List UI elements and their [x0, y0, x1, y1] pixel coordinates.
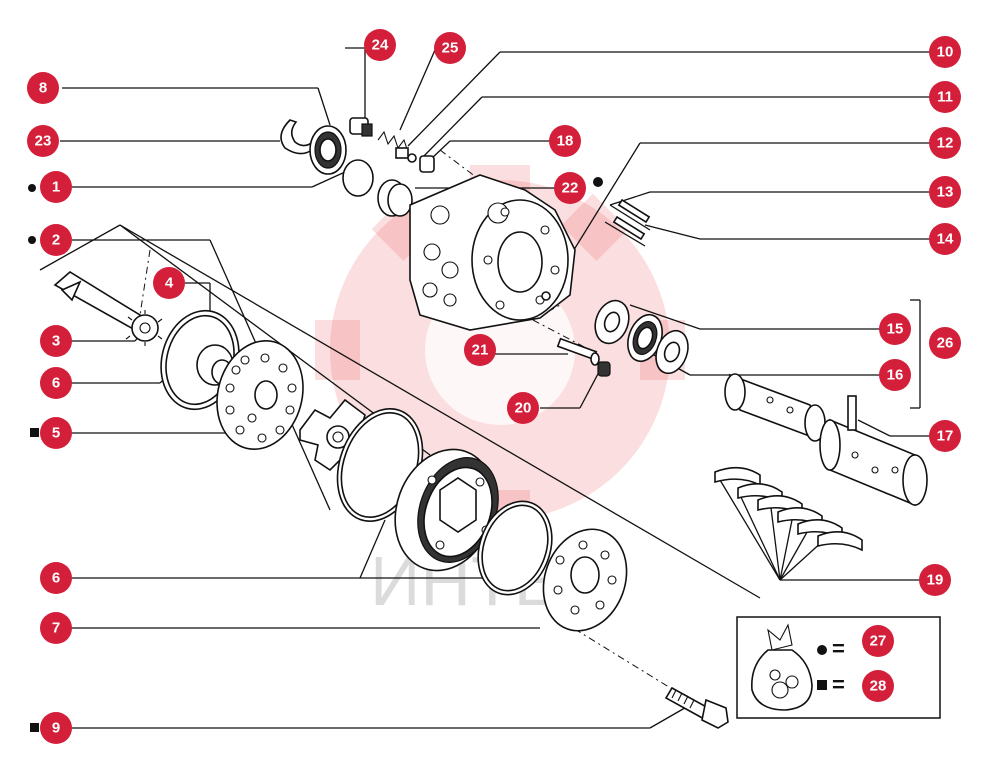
- o-ring-1: [342, 159, 374, 197]
- callout-27: 27: [862, 625, 894, 657]
- pin-21: [556, 337, 600, 366]
- callout-1: 1: [40, 171, 72, 203]
- pins-13-14: [604, 198, 651, 247]
- svg-text:6: 6: [52, 375, 60, 392]
- callout-6-bottom: 6: [40, 562, 72, 594]
- callout-23: 23: [27, 125, 59, 157]
- svg-text:4: 4: [165, 275, 174, 292]
- equals-sign-1: =: [832, 636, 845, 661]
- svg-text:21: 21: [472, 342, 489, 359]
- svg-text:28: 28: [870, 678, 887, 695]
- callout-26: 26: [929, 327, 961, 359]
- svg-text:11: 11: [937, 89, 953, 106]
- parts-bag-icon: [751, 623, 813, 711]
- callouts: 8 23 1 2 3 4 6 5 6 7 9 24 25 10 11 18 12…: [27, 29, 961, 744]
- svg-text:24: 24: [372, 37, 389, 54]
- callout-3: 3: [40, 325, 72, 357]
- spool-sleeve-17: [724, 373, 928, 507]
- svg-text:2: 2: [52, 232, 60, 249]
- callout-19: 19: [919, 564, 951, 596]
- plug-24: [349, 117, 373, 137]
- svg-text:25: 25: [442, 40, 459, 57]
- callout-16: 16: [879, 359, 911, 391]
- svg-text:13: 13: [937, 184, 954, 201]
- callout-13: 13: [929, 176, 961, 208]
- housing: [409, 174, 576, 331]
- ring-pair-22b: [387, 183, 413, 217]
- spring-20: [597, 361, 611, 377]
- svg-text:9: 9: [52, 720, 60, 737]
- svg-text:6: 6: [52, 570, 60, 587]
- callout-12: 12: [929, 127, 961, 159]
- check-ball-12: [541, 291, 551, 301]
- callout-28: 28: [862, 670, 894, 702]
- callout-24: 24: [364, 29, 396, 61]
- shaft-seal-8: [309, 125, 347, 175]
- callout-7: 7: [40, 612, 72, 644]
- svg-text:18: 18: [557, 133, 574, 150]
- port-plate-5: [216, 339, 304, 451]
- callout-17: 17: [929, 420, 961, 452]
- callout-9: 9: [40, 712, 72, 744]
- svg-text:19: 19: [927, 572, 944, 589]
- svg-text:26: 26: [937, 335, 954, 352]
- callout-6-top: 6: [40, 367, 72, 399]
- svg-text:1: 1: [52, 179, 60, 196]
- callout-25: 25: [434, 32, 466, 64]
- svg-text:12: 12: [937, 135, 954, 152]
- centering-springs-19: [714, 466, 863, 552]
- svg-text:5: 5: [52, 425, 60, 442]
- callout-20: 20: [507, 392, 539, 424]
- svg-text:3: 3: [52, 333, 60, 350]
- kit-markers: [28, 177, 603, 732]
- callout-2: 2: [40, 224, 72, 256]
- callout-11: 11: [929, 81, 961, 113]
- svg-text:27: 27: [870, 633, 887, 650]
- ball-11: [407, 153, 417, 163]
- callout-22: 22: [554, 172, 586, 204]
- callout-15: 15: [879, 313, 911, 345]
- kit-circle-marker: [817, 645, 827, 655]
- drive-shaft-3: [53, 271, 163, 346]
- svg-text:14: 14: [937, 231, 954, 248]
- svg-text:17: 17: [937, 428, 954, 445]
- svg-text:7: 7: [52, 620, 60, 637]
- end-cover-7: [542, 528, 628, 632]
- svg-text:20: 20: [515, 400, 532, 417]
- svg-text:22: 22: [562, 180, 579, 197]
- plug-18: [419, 155, 435, 173]
- svg-text:15: 15: [887, 321, 904, 338]
- callout-4: 4: [153, 267, 185, 299]
- spring-25: [377, 130, 409, 159]
- callout-10: 10: [929, 36, 961, 68]
- svg-text:10: 10: [937, 44, 954, 61]
- callout-8: 8: [27, 72, 59, 104]
- svg-text:23: 23: [35, 133, 52, 150]
- kit-square-marker: [817, 680, 827, 690]
- callout-21: 21: [464, 334, 496, 366]
- callout-14: 14: [929, 223, 961, 255]
- bolt-9: [664, 686, 729, 729]
- washer-bearing-15-16: [594, 299, 689, 375]
- kit-legend: = =: [736, 616, 941, 719]
- equals-sign-2: =: [832, 672, 845, 697]
- parts: [53, 117, 928, 729]
- svg-text:16: 16: [887, 367, 904, 384]
- svg-text:8: 8: [39, 80, 47, 97]
- callout-5: 5: [40, 417, 72, 449]
- callout-18: 18: [549, 125, 581, 157]
